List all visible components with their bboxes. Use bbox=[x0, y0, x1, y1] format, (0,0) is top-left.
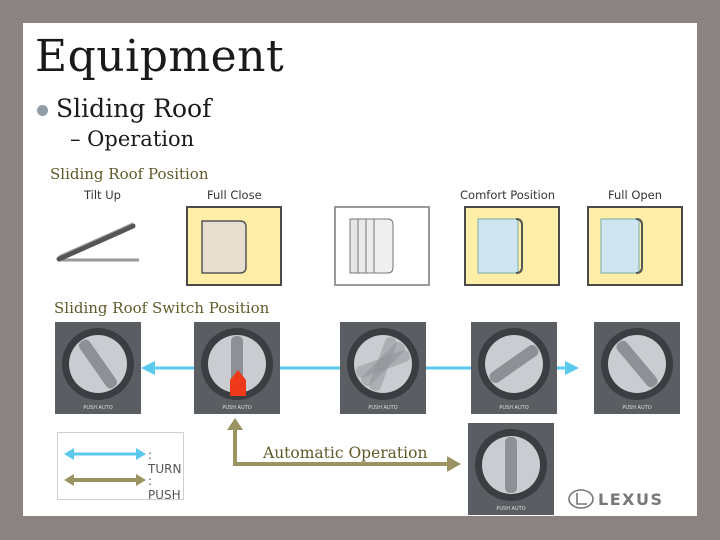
panel-full-open bbox=[587, 206, 683, 286]
label-full-close: Full Close bbox=[207, 188, 262, 202]
knob-caption: PUSH AUTO bbox=[83, 405, 112, 411]
switch-knob-full-open: PUSH AUTO bbox=[594, 322, 680, 414]
bullet-dot bbox=[37, 105, 48, 116]
panel-full-close bbox=[186, 206, 282, 286]
automatic-operation-label: Automatic Operation bbox=[263, 444, 428, 462]
knob-caption: PUSH AUTO bbox=[499, 405, 528, 411]
knob-caption: PUSH AUTO bbox=[496, 506, 525, 512]
switch-knob-tilt-up: PUSH AUTO bbox=[55, 322, 141, 414]
switch-position-heading: Sliding Roof Switch Position bbox=[54, 299, 270, 317]
lexus-wordmark: LEXUS bbox=[598, 490, 663, 509]
knob-caption: PUSH AUTO bbox=[622, 405, 651, 411]
legend: : TURN : PUSH bbox=[57, 432, 184, 502]
legend-push-arrow-icon bbox=[64, 474, 146, 486]
tilt-up-illustration bbox=[56, 222, 139, 262]
slide-title: Equipment bbox=[35, 31, 285, 82]
switch-knob-moving: PUSH AUTO bbox=[340, 322, 426, 414]
knob-caption: PUSH AUTO bbox=[368, 405, 397, 411]
lexus-logo: LEXUS bbox=[568, 489, 663, 509]
roof-position-heading: Sliding Roof Position bbox=[50, 165, 209, 183]
slide: Equipment Sliding Roof – Operation Slidi… bbox=[23, 23, 697, 516]
switch-knob-automatic: PUSH AUTO bbox=[468, 423, 554, 515]
push-arrow bbox=[227, 418, 461, 472]
label-tilt-up: Tilt Up bbox=[84, 188, 121, 202]
label-full-open: Full Open bbox=[608, 188, 663, 202]
knob-caption: PUSH AUTO bbox=[222, 405, 251, 411]
push-marker-icon bbox=[230, 370, 246, 396]
panel-moving-position bbox=[334, 206, 430, 286]
switch-knob-full-close[interactable]: PUSH AUTO bbox=[194, 322, 280, 414]
switch-knob-comfort: PUSH AUTO bbox=[471, 322, 557, 414]
legend-turn-arrow-icon bbox=[64, 448, 146, 460]
sub-bullet-operation: – Operation bbox=[70, 127, 195, 151]
legend-turn-label: : TURN bbox=[148, 448, 182, 476]
panel-comfort-position bbox=[464, 206, 560, 286]
bullet-sliding-roof: Sliding Roof bbox=[56, 94, 212, 123]
label-comfort-position: Comfort Position bbox=[460, 188, 556, 202]
legend-push-label: : PUSH bbox=[148, 474, 181, 502]
